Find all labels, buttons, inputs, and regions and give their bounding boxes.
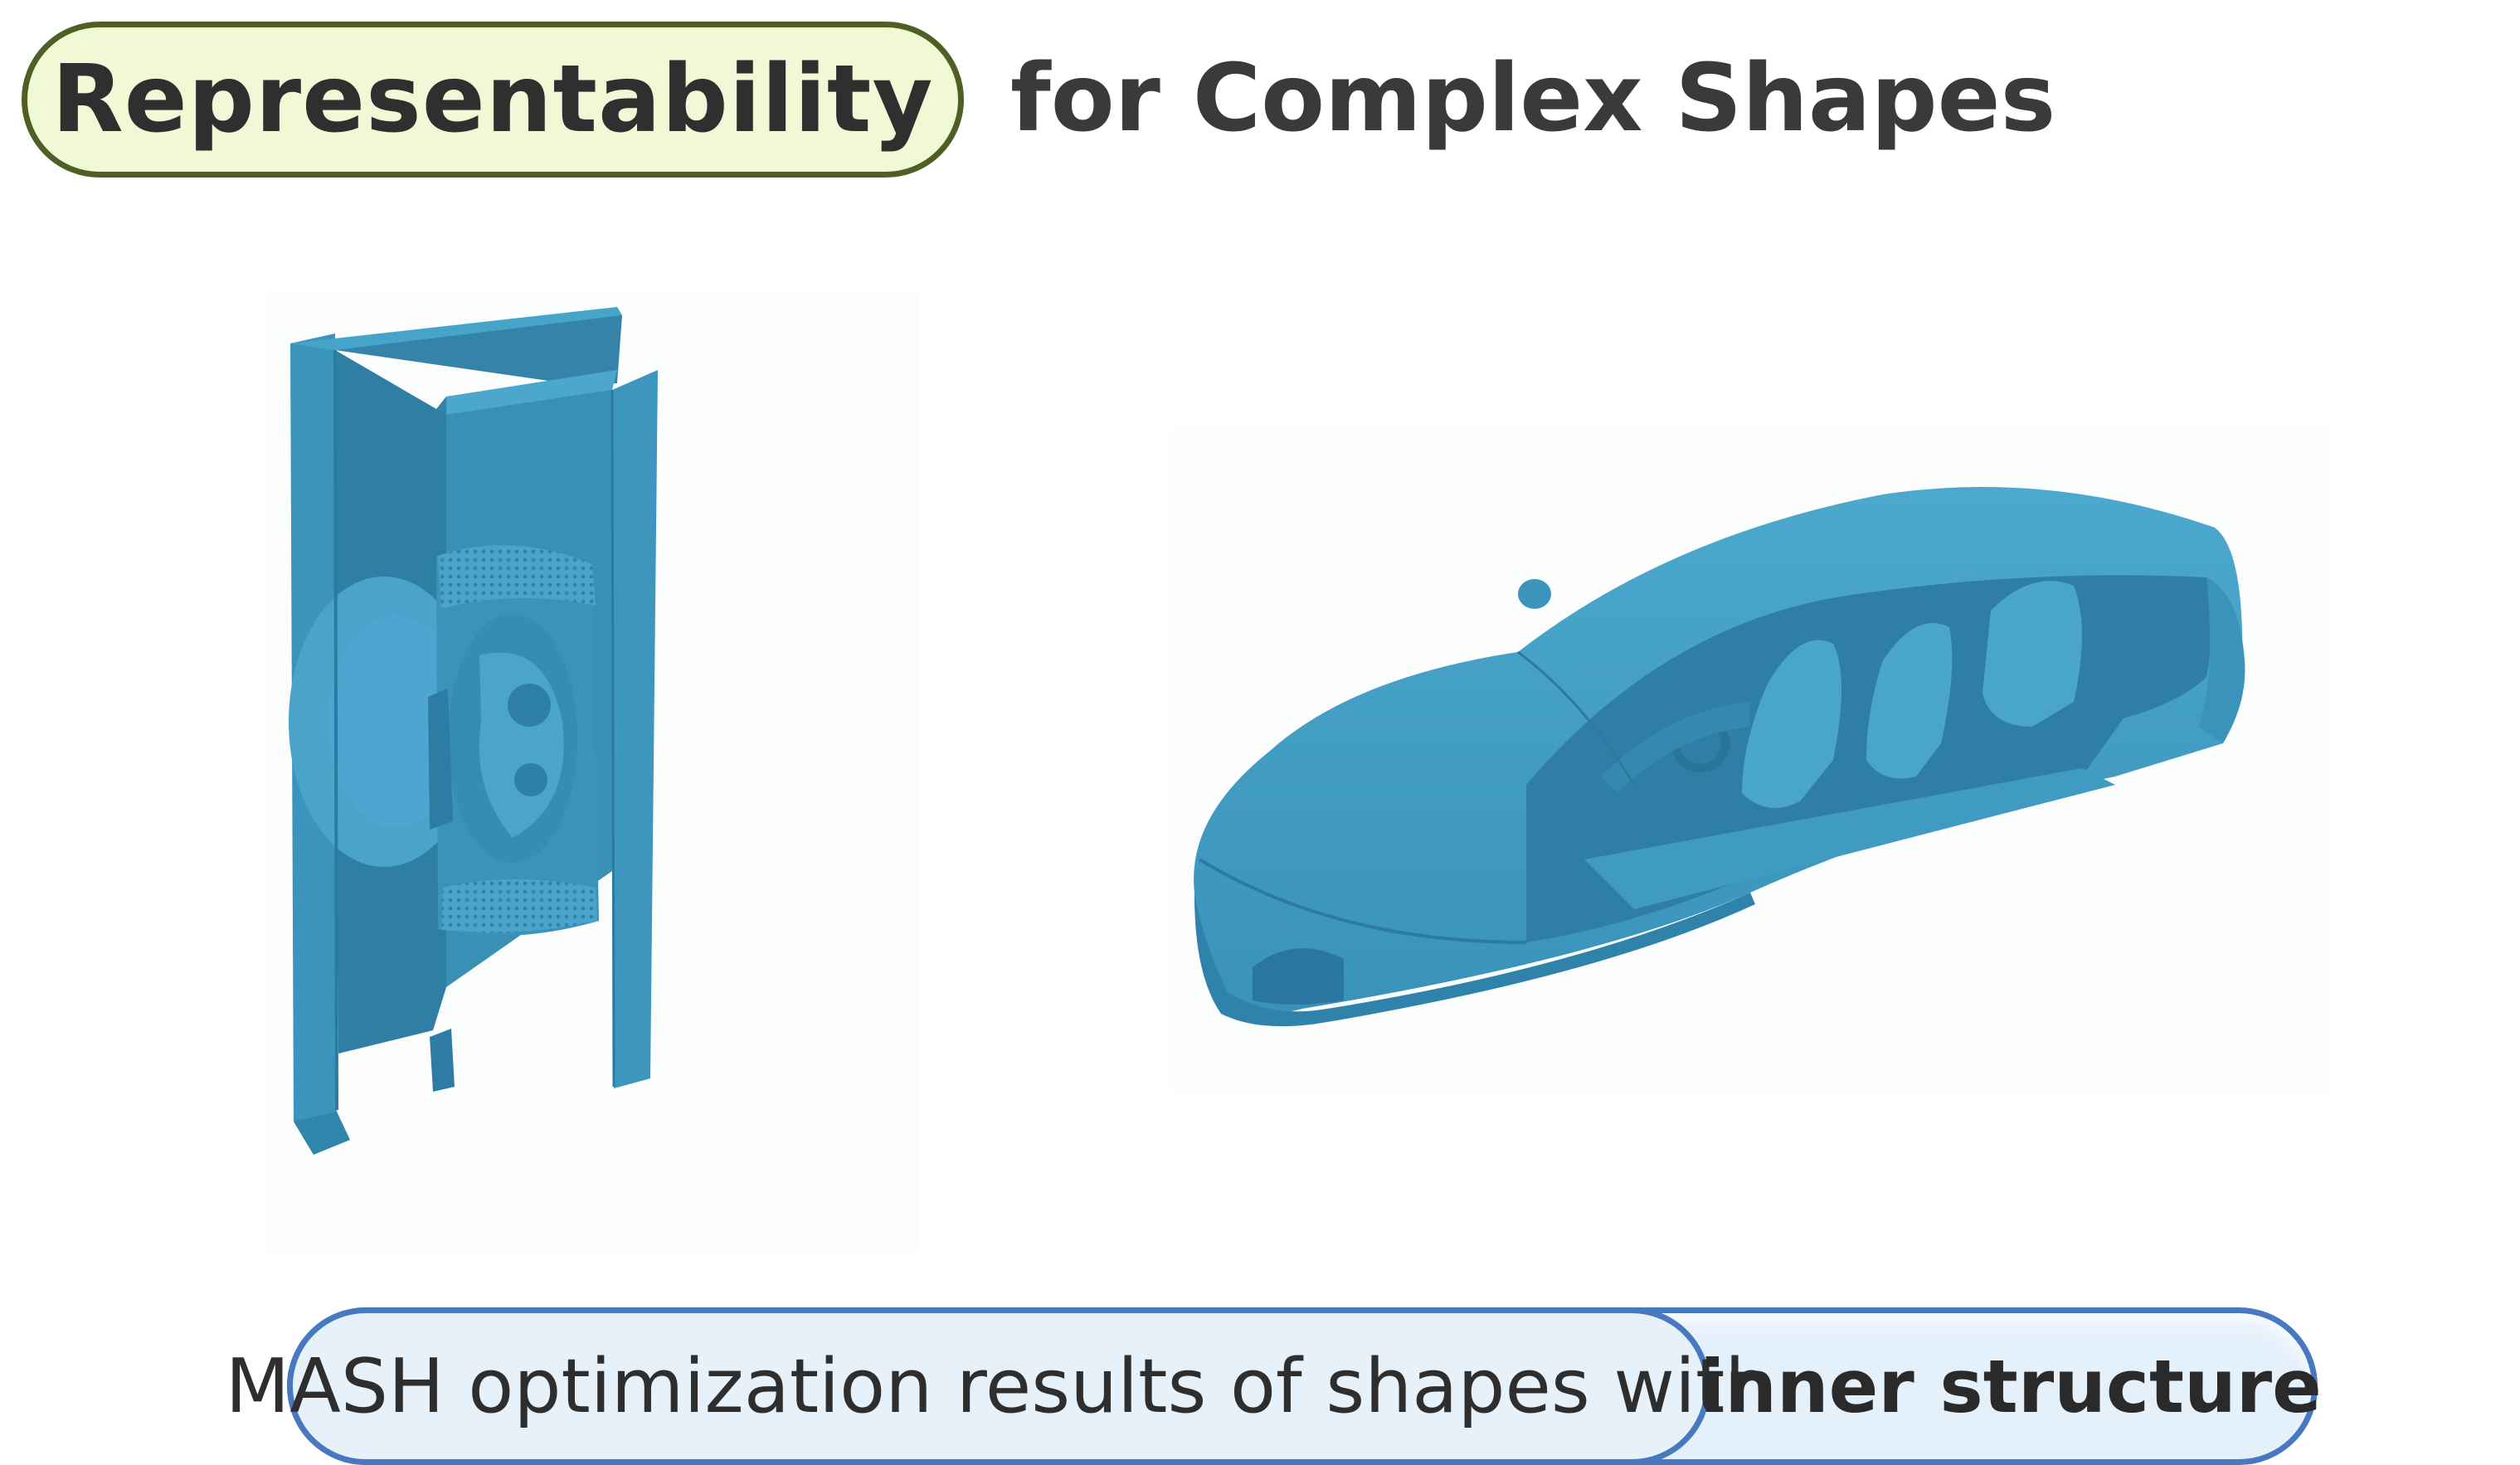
car-shape-render <box>1170 428 2331 1092</box>
title-rest: for Complex Shapes <box>1010 45 2056 153</box>
cabinet-right-panel <box>612 370 658 1088</box>
caption-bar: MASH optimization results of shapes with… <box>226 1307 2322 1465</box>
car-side-mirror <box>1518 579 1551 609</box>
caption-bold-text: inner structure <box>1700 1343 2322 1429</box>
car-front-seat <box>1742 640 1841 808</box>
car-front-bumper <box>1194 893 1755 1027</box>
cabinet-shape-render <box>264 290 919 1253</box>
cabinet-top-panel <box>290 307 622 350</box>
cabinet-shape-svg <box>289 307 658 1155</box>
car-shape-svg <box>1194 487 2245 1027</box>
caption-bold-segment: inner structure <box>1700 1307 2322 1465</box>
title-highlight: Representability <box>51 46 934 153</box>
caption-inner-pill: MASH optimization results of shapes with <box>226 1307 1772 1465</box>
car-rear-seat <box>1982 581 2082 727</box>
caption-regular-text: MASH optimization results of shapes with <box>225 1342 1773 1430</box>
car-floor <box>1584 768 2115 909</box>
title-pill: Representability <box>22 22 964 178</box>
